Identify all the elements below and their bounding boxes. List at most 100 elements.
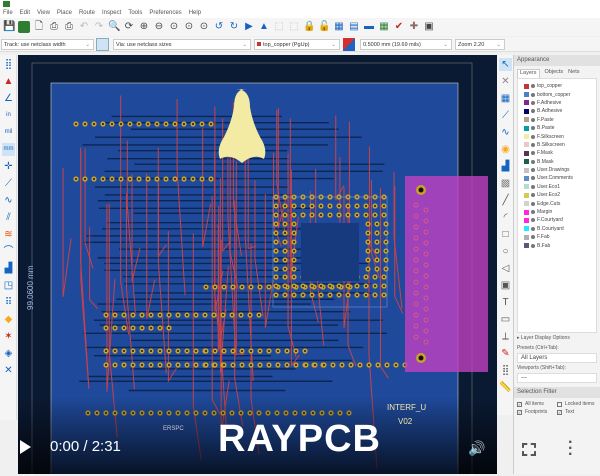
cursor-icon[interactable]: ✛ bbox=[4, 161, 13, 172]
layer-color-swatch[interactable] bbox=[524, 209, 529, 215]
zoom-out-icon[interactable]: ⊖ bbox=[154, 21, 164, 32]
menu-tools[interactable]: Tools bbox=[128, 10, 143, 16]
add-textbox-icon[interactable]: ▭ bbox=[500, 314, 511, 325]
auto-track-width-button[interactable] bbox=[96, 38, 109, 51]
layer-row[interactable]: User.Eco1 bbox=[518, 183, 596, 191]
grid-select[interactable]: 0.5000 mm (19.69 mils)⌄ bbox=[360, 39, 452, 50]
eye-icon[interactable] bbox=[531, 201, 535, 206]
draw-rectangle-icon[interactable]: □ bbox=[502, 229, 509, 240]
draw-polygon-icon[interactable]: ◁ bbox=[501, 263, 510, 274]
layer-row[interactable]: User.Comments bbox=[518, 174, 596, 182]
schematic-icon[interactable]: ✚ bbox=[409, 21, 419, 32]
layer-color-swatch[interactable] bbox=[524, 217, 529, 223]
microwave-icon[interactable]: ✶ bbox=[4, 331, 13, 342]
zoom-objects-icon[interactable]: ⊙ bbox=[184, 21, 194, 32]
eye-icon[interactable] bbox=[531, 193, 535, 198]
layer-select[interactable]: top_copper (PgUp)⌄ bbox=[254, 39, 340, 50]
play-icon[interactable] bbox=[20, 440, 31, 454]
eye-icon[interactable] bbox=[531, 109, 535, 114]
checkbox-icon[interactable]: ✓ bbox=[517, 401, 522, 407]
volume-icon[interactable]: 🔊 bbox=[468, 440, 486, 456]
add-text-icon[interactable]: T bbox=[502, 297, 509, 308]
redo-icon[interactable]: ↷ bbox=[94, 21, 104, 32]
update-pcb-icon[interactable]: ▦ bbox=[379, 21, 389, 32]
layer-row[interactable]: B.Silkscreen bbox=[518, 141, 596, 149]
layer-display-options-toggle[interactable]: ▸ Layer Display Options bbox=[517, 335, 570, 341]
find-icon[interactable]: 🔍 bbox=[108, 21, 121, 32]
grid-icon[interactable]: ⣿ bbox=[4, 59, 13, 70]
group-icon[interactable]: ⬚ bbox=[274, 21, 284, 32]
flip-icon[interactable]: ▶ bbox=[245, 21, 253, 32]
zone-fill-icon[interactable]: ▟ bbox=[4, 263, 13, 274]
layer-color-swatch[interactable] bbox=[524, 201, 529, 207]
eye-icon[interactable] bbox=[531, 134, 535, 139]
page-settings-icon[interactable]: 🗋 bbox=[34, 21, 44, 32]
eye-icon[interactable] bbox=[531, 184, 535, 189]
tab-nets[interactable]: Nets bbox=[568, 69, 580, 75]
eye-icon[interactable] bbox=[531, 159, 535, 164]
filter-checkbox[interactable]: ✓Text bbox=[557, 408, 597, 416]
vias-outline-icon[interactable]: ⌒ bbox=[3, 246, 14, 257]
viewports-select[interactable]: --- bbox=[517, 373, 597, 383]
layer-row[interactable]: User.Drawings bbox=[518, 166, 596, 174]
menu-route[interactable]: Route bbox=[78, 10, 95, 16]
net-highlight-icon[interactable]: ◆ bbox=[4, 314, 13, 325]
inch-units-icon[interactable]: in bbox=[6, 112, 11, 118]
plot-icon[interactable]: ⎙ bbox=[65, 21, 73, 32]
layer-row[interactable]: Margin bbox=[518, 208, 596, 216]
route-diff-pair-icon[interactable]: ∿ bbox=[501, 127, 510, 138]
scripting-console-icon[interactable]: ▣ bbox=[424, 21, 434, 32]
layer-row[interactable]: B.Fab bbox=[518, 241, 596, 249]
eye-icon[interactable] bbox=[531, 226, 535, 231]
zoom-select[interactable]: Zoom 2.20⌄ bbox=[455, 39, 505, 50]
layer-row[interactable]: B.Paste bbox=[518, 124, 596, 132]
unlock-icon[interactable]: 🔓 bbox=[318, 21, 331, 32]
add-via-icon[interactable]: ◉ bbox=[501, 144, 510, 155]
layer-row[interactable]: top_copper bbox=[518, 82, 596, 90]
filter-checkbox[interactable]: ✓Footprints bbox=[517, 408, 557, 416]
menu-help[interactable]: Help bbox=[188, 10, 202, 16]
zoom-fit-icon[interactable]: ⊙ bbox=[169, 21, 179, 32]
layer-row[interactable]: F.Silkscreen bbox=[518, 132, 596, 140]
layer-row[interactable]: F.Mask bbox=[518, 149, 596, 157]
zoom-selection-icon[interactable]: ⊙ bbox=[199, 21, 209, 32]
layer-row[interactable]: User.Eco2 bbox=[518, 191, 596, 199]
layer-color-swatch[interactable] bbox=[524, 125, 529, 131]
layer-row[interactable]: F.Courtyard bbox=[518, 216, 596, 224]
select-icon[interactable]: ↖ bbox=[499, 58, 512, 71]
netlist-icon[interactable]: ▦ bbox=[334, 21, 344, 32]
rotate-cw-icon[interactable]: ↻ bbox=[229, 21, 239, 32]
add-image-icon[interactable]: ▣ bbox=[500, 280, 511, 291]
layer-row[interactable]: B.Adhesive bbox=[518, 107, 596, 115]
local-ratsnest-icon[interactable]: ✕ bbox=[501, 76, 510, 87]
track-width-select[interactable]: Track: use netclass width⌄ bbox=[1, 39, 94, 50]
refresh-icon[interactable]: ⟳ bbox=[124, 21, 134, 32]
layer-color-swatch[interactable] bbox=[524, 175, 529, 181]
board-setup-icon[interactable] bbox=[18, 21, 30, 33]
eye-icon[interactable] bbox=[531, 142, 535, 147]
tab-layers[interactable]: Layers bbox=[517, 69, 540, 78]
menu-edit[interactable]: Edit bbox=[19, 10, 31, 16]
layer-color-swatch[interactable] bbox=[524, 159, 529, 165]
layer-color-swatch[interactable] bbox=[524, 117, 529, 123]
menu-place[interactable]: Place bbox=[56, 10, 72, 16]
layer-row[interactable]: F.Adhesive bbox=[518, 99, 596, 107]
layer-color-swatch[interactable] bbox=[524, 226, 529, 232]
layer-color-swatch[interactable] bbox=[524, 184, 529, 190]
layer-row[interactable]: B.Mask bbox=[518, 158, 596, 166]
add-dimension-icon[interactable]: ⟂ bbox=[502, 331, 509, 342]
zone-outline-icon[interactable]: ◳ bbox=[3, 280, 14, 291]
eye-icon[interactable] bbox=[531, 100, 535, 105]
draw-circle-icon[interactable]: ○ bbox=[502, 246, 509, 257]
via-size-select[interactable]: Via: use netclass sizes⌄ bbox=[113, 39, 251, 50]
checkbox-icon[interactable]: ✓ bbox=[557, 409, 562, 415]
eye-icon[interactable] bbox=[531, 126, 535, 131]
eye-icon[interactable] bbox=[531, 151, 535, 156]
add-rule-area-icon[interactable]: ▩ bbox=[500, 178, 511, 189]
ratsnest-icon[interactable]: ⟋ bbox=[5, 178, 12, 189]
layer-color-swatch[interactable] bbox=[524, 243, 529, 249]
layer-color-swatch[interactable] bbox=[524, 142, 529, 148]
eye-icon[interactable] bbox=[531, 218, 535, 223]
eye-icon[interactable] bbox=[531, 235, 535, 240]
menu-preferences[interactable]: Preferences bbox=[149, 10, 182, 16]
